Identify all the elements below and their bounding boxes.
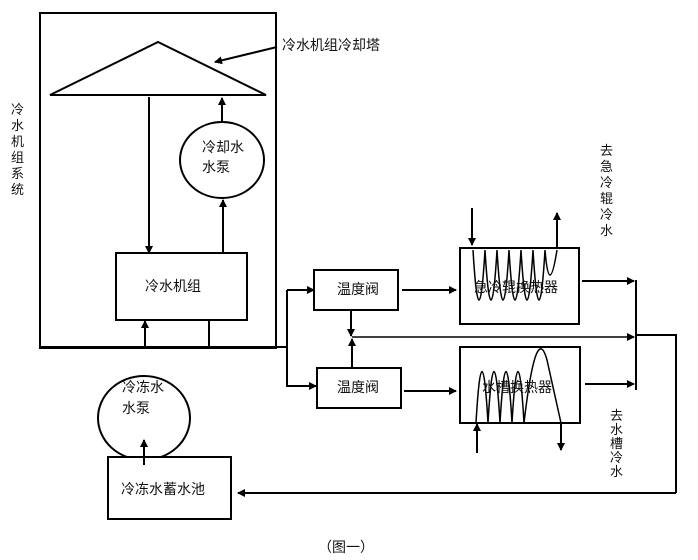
- reservoir-label: 冷冻水蓄水池: [121, 481, 205, 498]
- vertical-label-char: 水: [11, 119, 24, 134]
- cooling-pump-label-line1: 冷却水: [202, 140, 244, 156]
- vertical-label-char: 冷: [610, 451, 623, 466]
- quench-roll-heat-exchanger: [459, 247, 580, 325]
- valve-top-label: 温度阀: [337, 282, 379, 298]
- vertical-label-char: 水: [610, 423, 623, 438]
- temperature-valve-top: [313, 269, 399, 311]
- vertical-label-char: 辊: [600, 192, 613, 207]
- figure-caption: （图一）: [318, 540, 374, 556]
- vertical-label-char: 系: [11, 167, 24, 182]
- vertical-label-char: 冷: [600, 208, 613, 223]
- vertical-label-char: 去: [600, 144, 613, 159]
- chilled-pump-label-line1: 冷冻水: [122, 379, 164, 396]
- vertical-label-char: 冷: [11, 103, 24, 118]
- return-riser-line: [636, 334, 677, 493]
- vertical-label-char: 机: [11, 135, 24, 150]
- vertical-label-char: 水: [610, 465, 623, 480]
- system-label: 冷水机组系统: [11, 103, 24, 198]
- valve-bottom-label: 温度阀: [337, 380, 379, 396]
- cooling-tower-pointer-arrow: [214, 46, 278, 65]
- vertical-label-char: 槽: [610, 437, 623, 452]
- to-tank-label: 去水槽冷水: [610, 409, 623, 480]
- cooling-tower-label: 冷水机组冷却塔: [282, 38, 380, 54]
- chiller-unit: [115, 252, 248, 321]
- temperature-valve-bottom: [316, 367, 402, 409]
- hx-top-label: 急冷辊换热器: [474, 279, 558, 296]
- vertical-label-char: 去: [610, 409, 623, 424]
- water-tank-heat-exchanger: [459, 346, 581, 424]
- vertical-label-char: 急: [600, 160, 613, 175]
- vertical-label-char: 统: [11, 183, 24, 198]
- vertical-label-char: 水: [600, 224, 613, 239]
- vertical-label-char: 组: [11, 151, 24, 166]
- cooling-tower: [49, 40, 267, 96]
- to-quench-roll-label: 去急冷辊冷水: [600, 144, 613, 239]
- cooling-pump-label-line2: 水泵: [202, 160, 230, 176]
- vertical-label-char: 冷: [600, 176, 613, 191]
- chiller-label: 冷水机组: [145, 279, 201, 295]
- water-tank-coil: [475, 348, 562, 424]
- chilled-pump-label-line2: 水泵: [122, 401, 150, 417]
- chilled-water-reservoir: [107, 456, 232, 520]
- hx-bottom-label: 水槽换热器: [482, 379, 552, 396]
- quench-roll-coil: [472, 249, 558, 301]
